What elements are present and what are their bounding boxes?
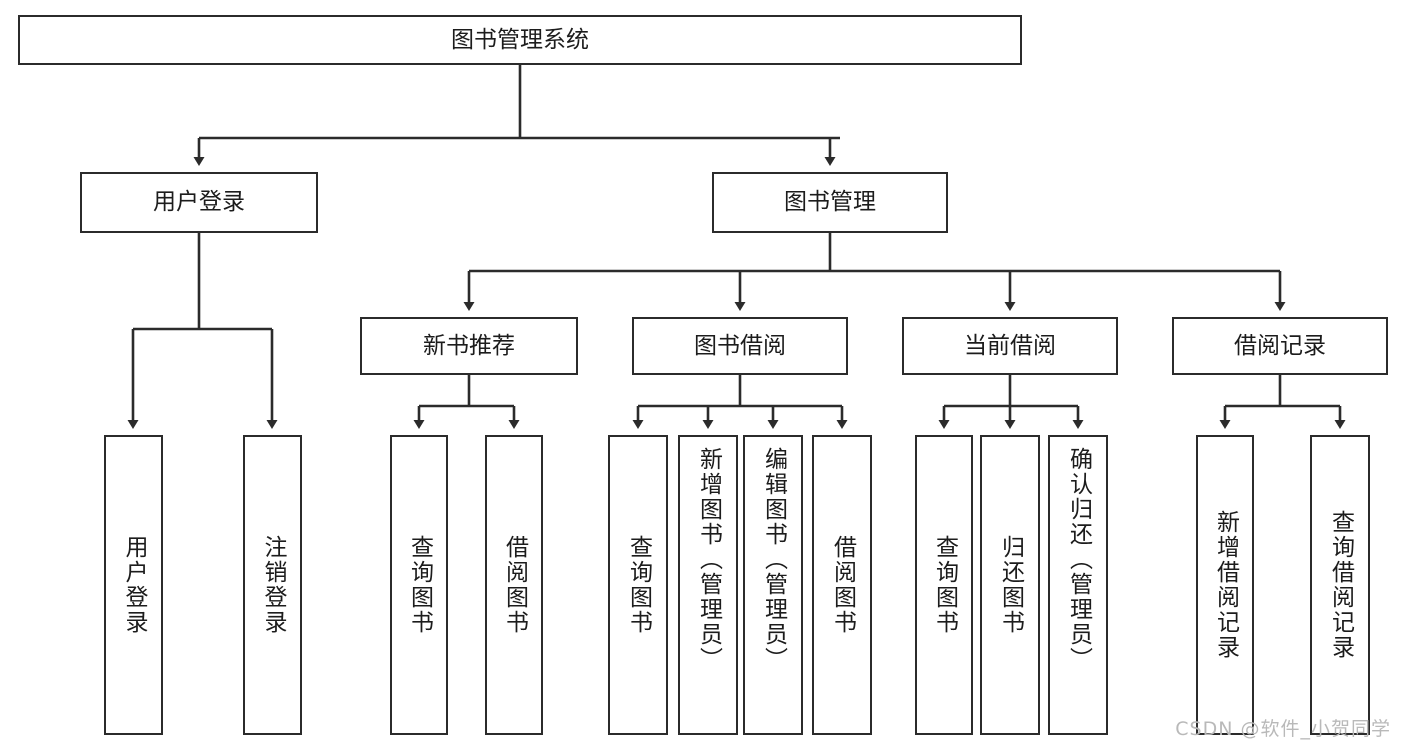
leaf-record-add-record[interactable]: 新增借阅记录: [1196, 435, 1254, 735]
node-book-borrow[interactable]: 图书借阅: [632, 317, 848, 375]
leaf-borrow-lend-book[interactable]: 借阅图书: [812, 435, 872, 735]
node-label: 借阅记录: [1234, 332, 1326, 359]
node-borrow-record[interactable]: 借阅记录: [1172, 317, 1388, 375]
node-label: 查询图书: [406, 535, 433, 635]
node-label: 确认归还（管理员）: [1065, 447, 1092, 672]
node-label: 查询借阅记录: [1327, 510, 1354, 660]
node-label: 图书借阅: [694, 332, 786, 359]
leaf-current-query-book[interactable]: 查询图书: [915, 435, 973, 735]
node-book-management[interactable]: 图书管理: [712, 172, 948, 233]
leaf-borrow-add-book-admin[interactable]: 新增图书（管理员）: [678, 435, 738, 735]
node-root-system[interactable]: 图书管理系统: [18, 15, 1022, 65]
node-label: 新书推荐: [423, 332, 515, 359]
node-label: 图书管理系统: [451, 26, 589, 53]
node-new-book-recommend[interactable]: 新书推荐: [360, 317, 578, 375]
node-user-login[interactable]: 用户登录: [80, 172, 318, 233]
leaf-current-confirm-return-admin[interactable]: 确认归还（管理员）: [1048, 435, 1108, 735]
node-label: 注销登录: [260, 535, 286, 635]
node-label: 新增图书（管理员）: [695, 447, 722, 672]
node-label: 归还图书: [997, 535, 1024, 635]
node-label: 新增借阅记录: [1212, 510, 1239, 660]
node-label: 查询图书: [931, 535, 958, 635]
leaf-current-return-book[interactable]: 归还图书: [980, 435, 1040, 735]
leaf-newbook-query-book[interactable]: 查询图书: [390, 435, 448, 735]
node-label: 当前借阅: [964, 332, 1056, 359]
leaf-user-login[interactable]: 用户登录: [104, 435, 163, 735]
leaf-borrow-edit-book-admin[interactable]: 编辑图书（管理员）: [743, 435, 803, 735]
leaf-user-logout[interactable]: 注销登录: [243, 435, 302, 735]
node-label: 查询图书: [625, 535, 652, 635]
node-current-borrow[interactable]: 当前借阅: [902, 317, 1118, 375]
node-label: 图书管理: [784, 189, 876, 216]
leaf-record-query-record[interactable]: 查询借阅记录: [1310, 435, 1370, 735]
node-label: 用户登录: [121, 535, 147, 635]
node-label: 借阅图书: [501, 535, 528, 635]
node-label: 借阅图书: [829, 535, 856, 635]
node-label: 用户登录: [153, 189, 245, 216]
leaf-borrow-query-book[interactable]: 查询图书: [608, 435, 668, 735]
node-label: 编辑图书（管理员）: [760, 447, 787, 672]
leaf-newbook-borrow-book[interactable]: 借阅图书: [485, 435, 543, 735]
